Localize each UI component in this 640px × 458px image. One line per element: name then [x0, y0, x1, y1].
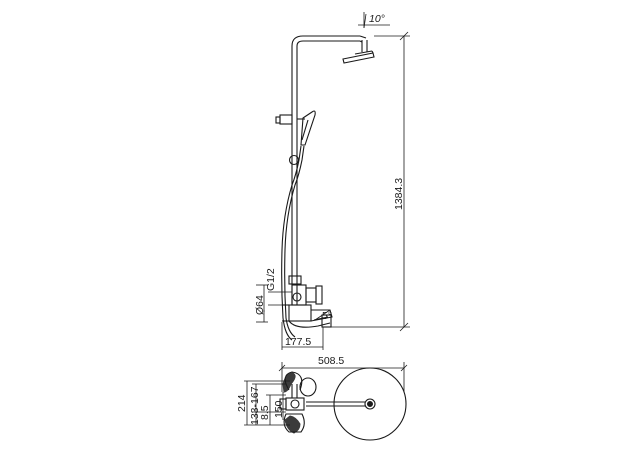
hose [281, 145, 305, 341]
riser-pipe [291, 35, 360, 305]
arm-reach-label: 508.5 [318, 355, 344, 367]
mixer-diameter-label: Ø64 [254, 295, 266, 315]
reach-dimension [278, 362, 408, 392]
spout-tilt-label: 5° [322, 310, 332, 322]
plan-view: 508.5 [236, 355, 408, 441]
inlet-thread-label: G1/2 [265, 268, 277, 291]
hand-shower [275, 110, 316, 166]
inlet-dimension [256, 284, 292, 323]
riser-offset-label: 177.5 [285, 336, 311, 348]
offset-dimension [281, 322, 324, 350]
shower-arm [359, 12, 368, 52]
plan-dimensions [244, 380, 290, 426]
height-dimension [322, 31, 410, 332]
overall-height-label: 1384.3 [393, 178, 405, 210]
mixer-valve [282, 275, 333, 328]
plan-small-label: 8.5 [259, 405, 271, 420]
plan-mid-label: 150 [273, 400, 285, 418]
plan-depth-label: 214 [236, 394, 248, 412]
elevation-view: 10° 1384.3 [254, 12, 410, 350]
round-head-plan [306, 367, 407, 441]
mixer-plan [279, 371, 317, 434]
plan-range-label: 133-167 [249, 386, 261, 425]
shower-head [342, 50, 375, 64]
head-tilt-label: 10° [369, 13, 385, 25]
